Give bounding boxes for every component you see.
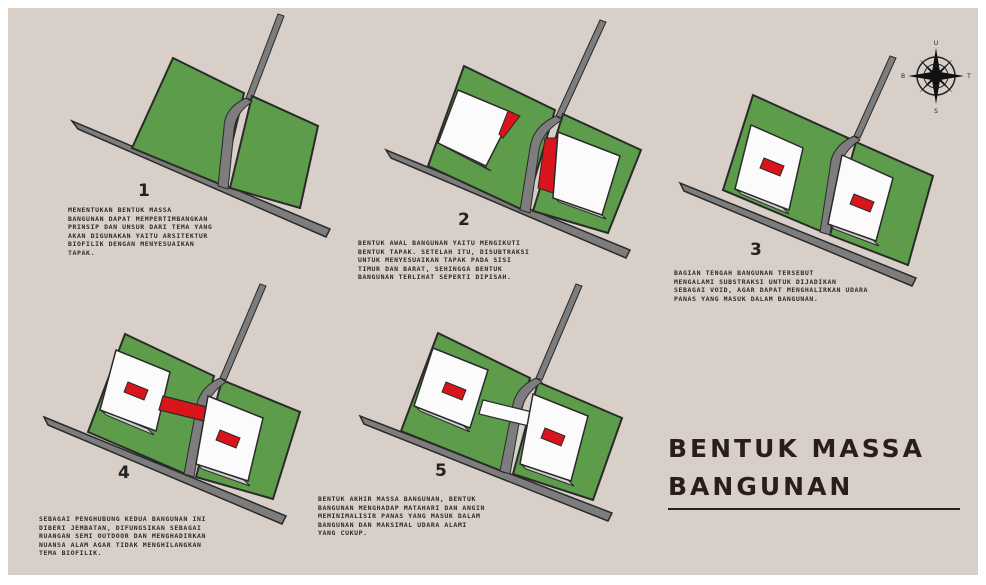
compass-south-label: S (934, 108, 938, 114)
step-5-description: Bentuk akhir massa bangunan, bentuk bang… (318, 495, 485, 538)
step-5-number: 5 (435, 461, 447, 481)
diagram-board: U S B T 1 2 3 4 5 Menentukan bentuk mass… (8, 8, 978, 575)
title-line-1: BENTUK MASSA (668, 434, 925, 463)
step-4-access-road (220, 284, 266, 380)
title-underline (668, 508, 960, 510)
step-3-number: 3 (750, 240, 762, 260)
step-1-number: 1 (138, 181, 150, 201)
step-4-number: 4 (118, 463, 130, 483)
step-3-diagram (680, 56, 933, 286)
step-1-diagram (72, 14, 330, 237)
compass-north-label: U (934, 40, 938, 47)
step-5-diagram (360, 284, 622, 521)
step-2-access-road (556, 20, 606, 118)
step-3-access-road (854, 56, 896, 138)
compass-east-label: T (966, 73, 971, 80)
step-1-description: Menentukan bentuk massa bangunan dapat m… (68, 206, 212, 258)
step-2-diagram (386, 20, 641, 258)
step-3-description: Bagian tengah bangunan tersebut mengalam… (674, 269, 868, 303)
compass-rose-icon: U S B T (901, 38, 971, 114)
step-5-access-road (536, 284, 582, 380)
step-2-number: 2 (458, 210, 470, 230)
compass-west-label: B (901, 73, 905, 80)
title-line-2: BANGUNAN (668, 472, 853, 501)
step-4-diagram (44, 284, 300, 524)
step-1-access-road (246, 14, 284, 100)
step-4-description: Sebagai penghubung kedua bangunan ini di… (39, 515, 206, 558)
step-1-site-east (230, 96, 318, 208)
step-2-description: Bentuk awal bangunan yaitu mengikuti ben… (358, 239, 530, 282)
